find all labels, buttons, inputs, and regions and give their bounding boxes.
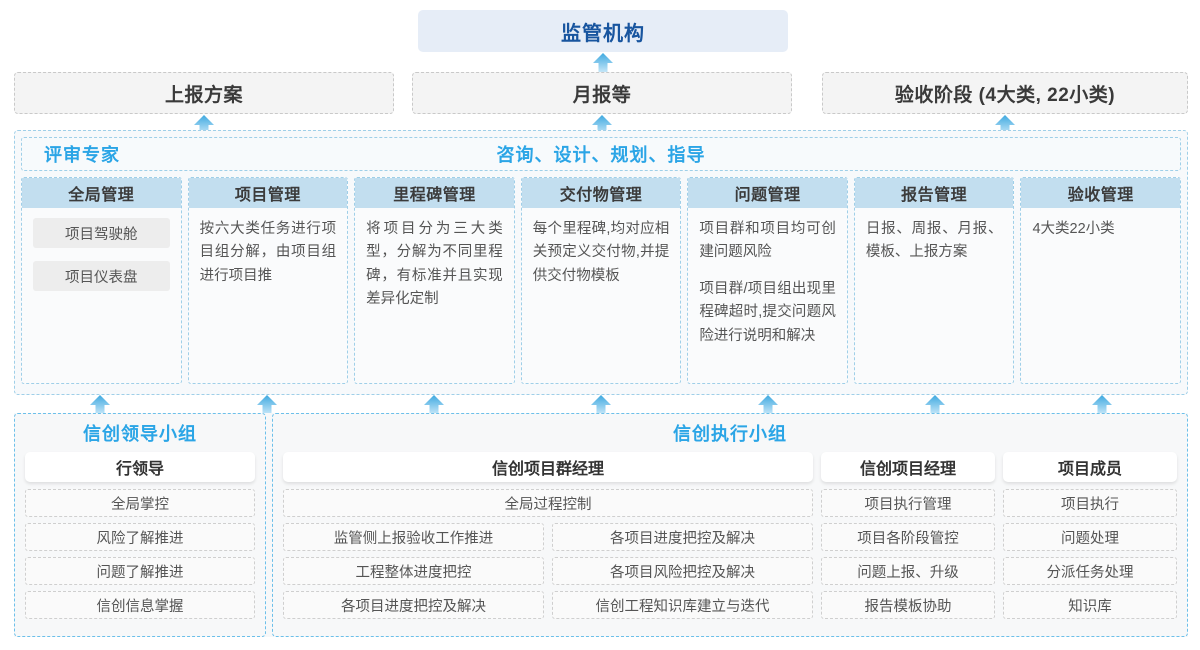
task-list: 项目执行问题处理分派任务处理知识库 <box>1003 489 1177 619</box>
arrow-up-icon <box>994 114 1016 136</box>
role-card-project-member: 项目成员 项目执行问题处理分派任务处理知识库 <box>1003 452 1177 619</box>
role-card-title[interactable]: 行领导 <box>25 452 255 482</box>
role-card-program-manager: 信创项目群经理 全局过程控制 监管侧上报验收工作推进工程整体进度把控各项目进度把… <box>283 452 813 619</box>
management-column-2: 项目管理按六大类任务进行项目组分解，由项目组进行项目推 <box>187 177 349 384</box>
column-body: 项目驾驶舱项目仪表盘 <box>22 208 181 383</box>
task-item[interactable]: 信创信息掌握 <box>25 591 255 619</box>
report-boxes-row: 上报方案 月报等 验收阶段 (4大类, 22小类) <box>0 72 1200 116</box>
column-body: 日报、周报、月报、模板、上报方案 <box>855 208 1014 383</box>
task-columns: 监管侧上报验收工作推进工程整体进度把控各项目进度把控及解决 各项目进度把控及解决… <box>283 523 813 619</box>
column-description: 项目群和项目均可创建问题风险 <box>699 221 836 261</box>
regulator-label: 监管机构 <box>561 22 645 45</box>
arrow-up-icon <box>757 394 779 416</box>
arrow-up-icon <box>423 394 445 416</box>
review-expert-label: 评审专家 <box>44 145 120 165</box>
report-box-submit-plan[interactable]: 上报方案 <box>14 72 394 114</box>
arrow-up-icon <box>1091 394 1113 416</box>
task-item[interactable]: 问题处理 <box>1003 523 1177 551</box>
task-item[interactable]: 报告模板协助 <box>821 591 995 619</box>
task-item[interactable]: 全局掌控 <box>25 489 255 517</box>
task-item[interactable]: 知识库 <box>1003 591 1177 619</box>
column-body: 每个里程碑,均对应相关预定义交付物,并提供交付物模板 <box>522 208 681 383</box>
column-description: 4大类22小类 <box>1032 221 1115 237</box>
management-column-5: 问题管理项目群和项目均可创建问题风险项目群/项目组出现里程碑超时,提交问题风险进… <box>687 177 848 384</box>
feature-pill[interactable]: 项目仪表盘 <box>33 261 170 291</box>
report-box-label: 上报方案 <box>164 84 243 106</box>
task-item[interactable]: 项目各阶段管控 <box>821 523 995 551</box>
column-description: 日报、周报、月报、模板、上报方案 <box>865 221 1003 261</box>
consulting-label: 咨询、设计、规划、指导 <box>496 145 706 165</box>
role-card-title[interactable]: 项目成员 <box>1003 452 1177 482</box>
column-header[interactable]: 项目管理 <box>188 178 348 208</box>
column-header[interactable]: 报告管理 <box>854 178 1014 208</box>
task-list-left: 监管侧上报验收工作推进工程整体进度把控各项目进度把控及解决 <box>283 523 544 619</box>
regulator-box: 监管机构 <box>418 10 788 52</box>
management-columns: 全局管理项目驾驶舱项目仪表盘项目管理按六大类任务进行项目组分解，由项目组进行项目… <box>21 177 1182 384</box>
arrow-up-icon <box>924 394 946 416</box>
role-card-title[interactable]: 信创项目群经理 <box>283 452 813 482</box>
report-box-label: 月报等 <box>572 84 632 106</box>
task-item[interactable]: 分派任务处理 <box>1003 557 1177 585</box>
column-header[interactable]: 全局管理 <box>22 178 181 208</box>
task-item[interactable]: 风险了解推进 <box>25 523 255 551</box>
arrow-up-icon <box>590 394 612 416</box>
role-card-project-manager: 信创项目经理 项目执行管理项目各阶段管控问题上报、升级报告模板协助 <box>821 452 995 619</box>
arrow-up-icon <box>89 394 111 416</box>
task-item[interactable]: 信创工程知识库建立与迭代 <box>552 591 813 619</box>
execution-role-cards: 信创项目群经理 全局过程控制 监管侧上报验收工作推进工程整体进度把控各项目进度把… <box>283 452 1177 619</box>
column-body: 4大类22小类 <box>1021 208 1180 383</box>
management-column-7: 验收管理 4大类22小类 <box>1020 177 1182 384</box>
task-item[interactable]: 问题了解推进 <box>25 557 255 585</box>
task-item[interactable]: 各项目进度把控及解决 <box>283 591 544 619</box>
column-body: 按六大类任务进行项目组分解，由项目组进行项目推 <box>189 208 348 383</box>
column-header[interactable]: 验收管理 <box>1021 178 1181 208</box>
task-item[interactable]: 各项目风险把控及解决 <box>552 557 813 585</box>
task-item[interactable]: 监管侧上报验收工作推进 <box>283 523 544 551</box>
group-title: 信创领导小组 <box>83 424 197 444</box>
task-list: 全局掌控风险了解推进问题了解推进信创信息掌握 <box>25 489 255 619</box>
column-header[interactable]: 交付物管理 <box>521 178 681 208</box>
report-box-monthly[interactable]: 月报等 <box>412 72 792 114</box>
arrow-up-icon <box>193 114 215 136</box>
task-item[interactable]: 各项目进度把控及解决 <box>552 523 813 551</box>
report-box-acceptance[interactable]: 验收阶段 (4大类, 22小类) <box>822 72 1188 114</box>
task-list-right: 各项目进度把控及解决各项目风险把控及解决信创工程知识库建立与迭代 <box>552 523 813 619</box>
management-column-4: 交付物管理每个里程碑,均对应相关预定义交付物,并提供交付物模板 <box>520 177 682 384</box>
task-item[interactable]: 问题上报、升级 <box>821 557 995 585</box>
column-description: 每个里程碑,均对应相关预定义交付物,并提供交付物模板 <box>532 221 670 284</box>
column-body: 将项目分为三大类型，分解为不同里程碑，有标准并且实现差异化定制 <box>355 208 514 383</box>
column-header[interactable]: 问题管理 <box>688 178 847 208</box>
group-leadership: 信创领导小组 行领导 全局掌控风险了解推进问题了解推进信创信息掌握 <box>14 413 266 637</box>
column-description: 项目群/项目组出现里程碑超时,提交问题风险进行说明和解决 <box>699 280 836 344</box>
task-list: 项目执行管理项目各阶段管控问题上报、升级报告模板协助 <box>821 489 995 619</box>
group-title: 信创执行小组 <box>673 424 787 444</box>
role-card-title[interactable]: 信创项目经理 <box>821 452 995 482</box>
arrow-up-icon <box>592 52 614 74</box>
column-description: 按六大类任务进行项目组分解，由项目组进行项目推 <box>199 221 337 284</box>
management-column-6: 报告管理日报、周报、月报、模板、上报方案 <box>853 177 1015 384</box>
task-item[interactable]: 项目执行 <box>1003 489 1177 517</box>
arrow-up-icon <box>591 114 613 136</box>
org-teams-section: 信创领导小组 行领导 全局掌控风险了解推进问题了解推进信创信息掌握 信创执行小组… <box>14 413 1188 637</box>
report-box-label: 验收阶段 (4大类, 22小类) <box>894 84 1116 106</box>
group-execution: 信创执行小组 信创项目群经理 全局过程控制 监管侧上报验收工作推进工程整体进度把… <box>272 413 1188 637</box>
management-column-3: 里程碑管理将项目分为三大类型，分解为不同里程碑，有标准并且实现差异化定制 <box>354 177 515 384</box>
management-column-1: 全局管理项目驾驶舱项目仪表盘 <box>21 177 182 384</box>
management-capability-section: 评审专家 咨询、设计、规划、指导 全局管理项目驾驶舱项目仪表盘项目管理按六大类任… <box>14 130 1188 395</box>
task-item-global-process[interactable]: 全局过程控制 <box>283 489 813 517</box>
column-body: 项目群和项目均可创建问题风险项目群/项目组出现里程碑超时,提交问题风险进行说明和… <box>688 208 847 383</box>
column-description: 将项目分为三大类型，分解为不同里程碑，有标准并且实现差异化定制 <box>366 221 503 308</box>
task-item[interactable]: 工程整体进度把控 <box>283 557 544 585</box>
column-header[interactable]: 里程碑管理 <box>355 178 514 208</box>
task-item[interactable]: 项目执行管理 <box>821 489 995 517</box>
feature-pill[interactable]: 项目驾驶舱 <box>33 218 170 248</box>
role-card-bank-leader: 行领导 全局掌控风险了解推进问题了解推进信创信息掌握 <box>25 452 255 619</box>
arrow-up-icon <box>256 394 278 416</box>
advisory-role-banner: 评审专家 咨询、设计、规划、指导 <box>21 137 1181 171</box>
